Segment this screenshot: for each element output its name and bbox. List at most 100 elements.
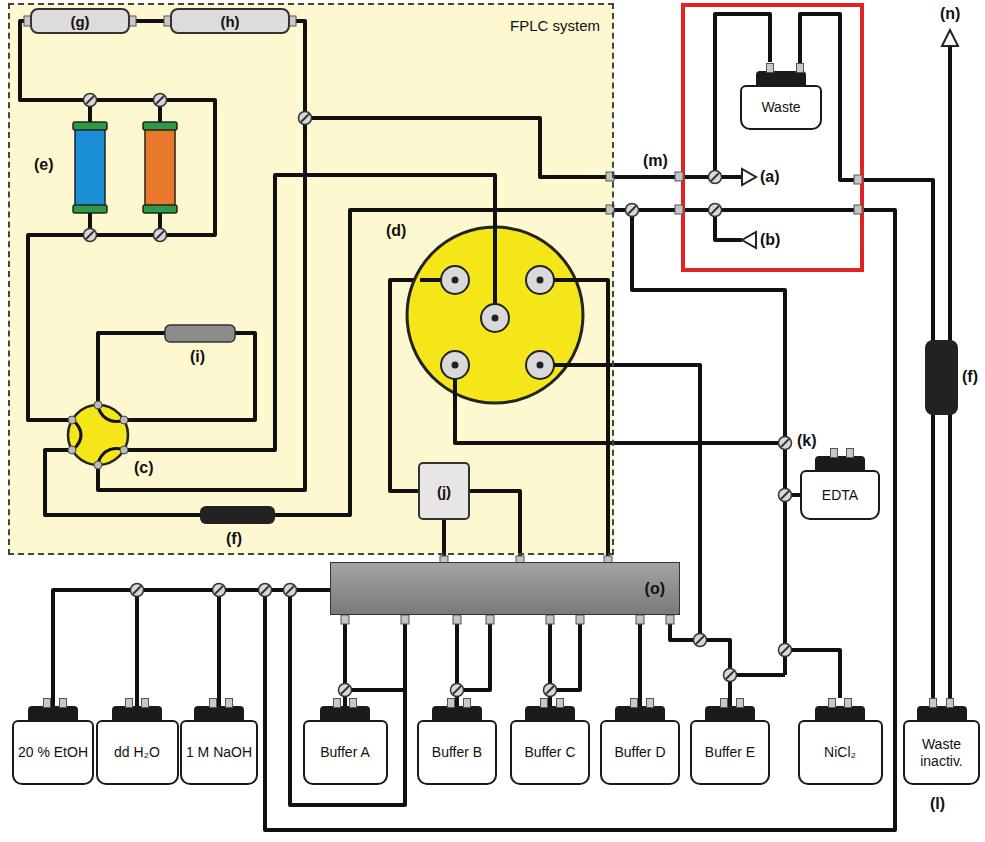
bottle-cap	[28, 706, 78, 720]
bottle-cap	[815, 456, 865, 470]
node-label: Buffer D	[614, 744, 665, 760]
bottle-fitting	[830, 448, 838, 458]
reservoir-bottle: EDTA	[800, 470, 880, 520]
tubing	[20, 21, 215, 420]
rotary-valve	[452, 362, 459, 369]
valve-symbol	[154, 94, 167, 107]
bottle-fitting	[43, 698, 51, 708]
bottle-cap	[815, 706, 865, 720]
valve-symbol	[84, 94, 97, 107]
rotary-valve	[407, 226, 583, 403]
port-stub	[341, 615, 349, 624]
rotary-valve	[407, 227, 583, 403]
bottle-cap	[615, 706, 665, 720]
valve-symbol	[341, 686, 349, 694]
reservoir-bottle: Buffer E	[690, 720, 770, 785]
rotary-valve	[526, 351, 554, 379]
bottle-fitting	[556, 698, 564, 708]
callout-letter: (b)	[760, 231, 780, 249]
valve-symbol	[709, 171, 722, 184]
column-cylinder: (g)	[30, 8, 130, 34]
callout-letter: (a)	[760, 168, 780, 186]
valve-symbol	[286, 586, 294, 594]
port-stub	[854, 205, 862, 214]
outlet-arrows	[742, 232, 756, 248]
valve-symbol	[259, 584, 272, 597]
valve-symbol	[451, 684, 464, 697]
valve-symbol	[284, 584, 297, 597]
valve-symbol	[781, 646, 789, 654]
valve-symbol	[779, 644, 792, 657]
bottle-fitting	[720, 698, 728, 708]
injection-valve	[94, 401, 102, 409]
valve-symbol	[299, 112, 312, 125]
port-stub	[341, 172, 862, 624]
valve-symbol	[709, 171, 722, 184]
valve-symbol	[626, 204, 639, 217]
bottle-fitting	[828, 698, 836, 708]
chromatography-columns	[143, 122, 177, 130]
node-label: (o)	[645, 580, 665, 598]
bottle-fitting	[349, 698, 357, 708]
valve-symbol	[453, 686, 461, 694]
port-stub	[453, 615, 461, 624]
reservoir-bottle: Buffer A	[303, 720, 388, 785]
valve-symbol	[694, 634, 707, 647]
valve-symbol	[301, 114, 309, 122]
node-label: Buffer C	[524, 744, 575, 760]
valve-symbol	[339, 684, 352, 697]
valve-symbol	[724, 669, 737, 682]
bottle-fitting	[630, 698, 638, 708]
tube-connector	[343, 615, 347, 720]
valve-symbol	[156, 96, 164, 104]
callout-letter: (f)	[962, 368, 978, 386]
valve-symbol	[215, 586, 223, 594]
valve-symbol	[781, 439, 789, 447]
filter	[200, 506, 275, 524]
valve-symbol	[84, 229, 97, 242]
valve-symbol	[694, 634, 707, 647]
column-cylinder: (h)	[170, 8, 290, 34]
node-label: Waste	[761, 99, 800, 115]
port-stub	[854, 175, 862, 184]
rotary-valve	[481, 304, 509, 332]
valve-symbol	[626, 204, 639, 217]
bottle-fitting	[59, 698, 67, 708]
rotary-valve	[420, 280, 583, 403]
valve-symbol	[709, 204, 722, 217]
valve-symbol	[299, 112, 312, 125]
node-label: (g)	[70, 13, 89, 30]
valve-symbol	[544, 684, 557, 697]
valve-symbol	[709, 204, 722, 217]
valve-symbol	[84, 229, 97, 242]
valve-symbol	[711, 173, 719, 181]
valve-symbol	[131, 584, 144, 597]
tubing	[98, 333, 255, 420]
injection-valve	[74, 407, 122, 463]
bottle-cap	[112, 706, 162, 720]
valve-symbol	[284, 584, 297, 597]
valve-symbol	[154, 229, 167, 242]
reservoir-bottle: Waste	[740, 85, 822, 130]
node-label: (j)	[437, 483, 451, 500]
chromatography-columns	[73, 122, 107, 130]
port-stub	[486, 615, 494, 624]
callout-letter: (k)	[797, 432, 817, 450]
bottle-fitting	[796, 63, 804, 73]
node-label: EDTA	[822, 487, 858, 503]
tubing	[632, 210, 840, 698]
rotary-valve	[452, 277, 459, 284]
bottle-fitting	[225, 698, 233, 708]
bottle-cap	[705, 706, 755, 720]
reservoir-bottle: Buffer B	[417, 720, 497, 785]
reservoir-bottle: 1 M NaOH	[180, 720, 258, 785]
injection-valve	[120, 416, 128, 424]
chromatography-columns	[73, 122, 177, 213]
valve-symbol	[451, 684, 464, 697]
bottle-cap	[917, 706, 967, 720]
chromatography-columns	[143, 205, 177, 213]
outlet-arrows	[742, 169, 756, 185]
bottle-fitting	[946, 698, 954, 708]
